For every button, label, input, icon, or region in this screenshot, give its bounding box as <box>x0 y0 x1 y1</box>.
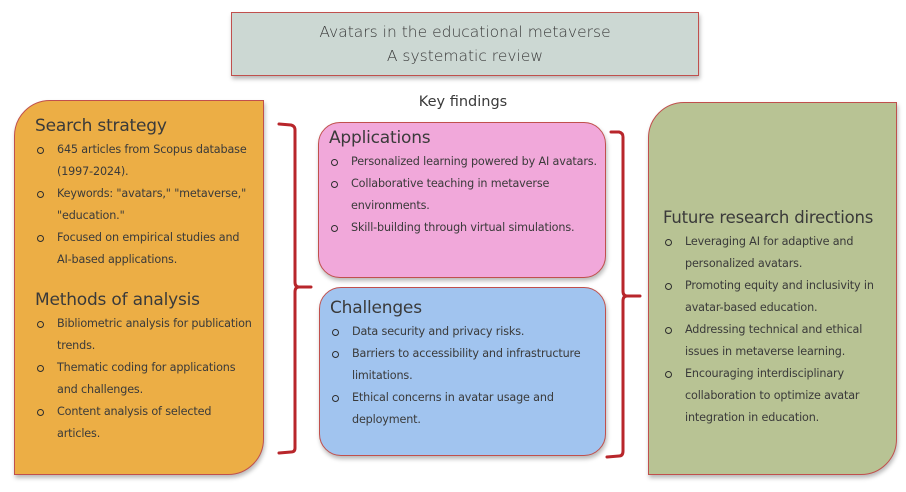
bullet-icon <box>665 283 672 290</box>
future-directions-list: Leveraging AI for adaptive and personali… <box>663 231 888 429</box>
methods-of-analysis-heading: Methods of analysis <box>35 290 200 310</box>
list-item: Promoting equity and inclusivity in avat… <box>663 275 888 319</box>
bullet-icon <box>37 321 44 328</box>
bullet-icon <box>332 395 339 402</box>
bullet-icon <box>331 159 338 166</box>
bullet-icon <box>665 239 672 246</box>
applications-heading: Applications <box>329 128 431 148</box>
challenges-box: Challenges Data security and privacy ris… <box>319 287 606 456</box>
list-item: Data security and privacy risks. <box>330 321 597 343</box>
challenges-heading: Challenges <box>330 298 422 318</box>
title-line-1: Avatars in the educational metaverse <box>319 23 611 41</box>
applications-list: Personalized learning powered by AI avat… <box>329 151 597 239</box>
bullet-icon <box>332 351 339 358</box>
list-item: Thematic coding for applications and cha… <box>35 357 253 401</box>
list-item: Collaborative teaching in metaverse envi… <box>329 173 597 217</box>
left-bracket-icon <box>277 122 313 455</box>
future-directions-heading: Future research directions <box>663 208 874 227</box>
list-item: Ethical concerns in avatar usage and dep… <box>330 387 597 431</box>
list-item: Content analysis of selected articles. <box>35 401 253 445</box>
search-strategy-list: 645 articles from Scopus database (1997-… <box>35 139 253 271</box>
methods-of-analysis-list: Bibliometric analysis for publication tr… <box>35 313 253 445</box>
list-item: Skill-building through virtual simulatio… <box>329 217 597 239</box>
list-item: Encouraging interdisciplinary collaborat… <box>663 363 888 429</box>
applications-box: Applications Personalized learning power… <box>318 122 606 278</box>
list-item: Focused on empirical studies and AI-base… <box>35 227 253 271</box>
list-item: 645 articles from Scopus database (1997-… <box>35 139 253 183</box>
bullet-icon <box>37 409 44 416</box>
search-strategy-heading: Search strategy <box>35 116 167 136</box>
bullet-icon <box>37 235 44 242</box>
bullet-icon <box>37 365 44 372</box>
list-item: Leveraging AI for adaptive and personali… <box>663 231 888 275</box>
bullet-icon <box>665 371 672 378</box>
bullet-icon <box>37 147 44 154</box>
bullet-icon <box>332 329 339 336</box>
bullet-icon <box>37 191 44 198</box>
methods-panel: Search strategy 645 articles from Scopus… <box>14 100 264 475</box>
list-item: Bibliometric analysis for publication tr… <box>35 313 253 357</box>
title-line-2: A systematic review <box>386 47 544 65</box>
list-item: Keywords: "avatars," "metaverse," "educa… <box>35 183 253 227</box>
future-directions-panel: Future research directions Leveraging AI… <box>648 102 897 475</box>
challenges-list: Data security and privacy risks. Barrier… <box>330 321 597 431</box>
bullet-icon <box>331 181 338 188</box>
bullet-icon <box>331 225 338 232</box>
right-bracket-icon <box>605 130 642 459</box>
list-item: Personalized learning powered by AI avat… <box>329 151 597 173</box>
key-findings-label: Key findings <box>418 94 508 110</box>
list-item: Barriers to accessibility and infrastruc… <box>330 343 597 387</box>
list-item: Addressing technical and ethical issues … <box>663 319 888 363</box>
bullet-icon <box>665 327 672 334</box>
title-box: Avatars in the educational metaverse A s… <box>231 12 699 76</box>
